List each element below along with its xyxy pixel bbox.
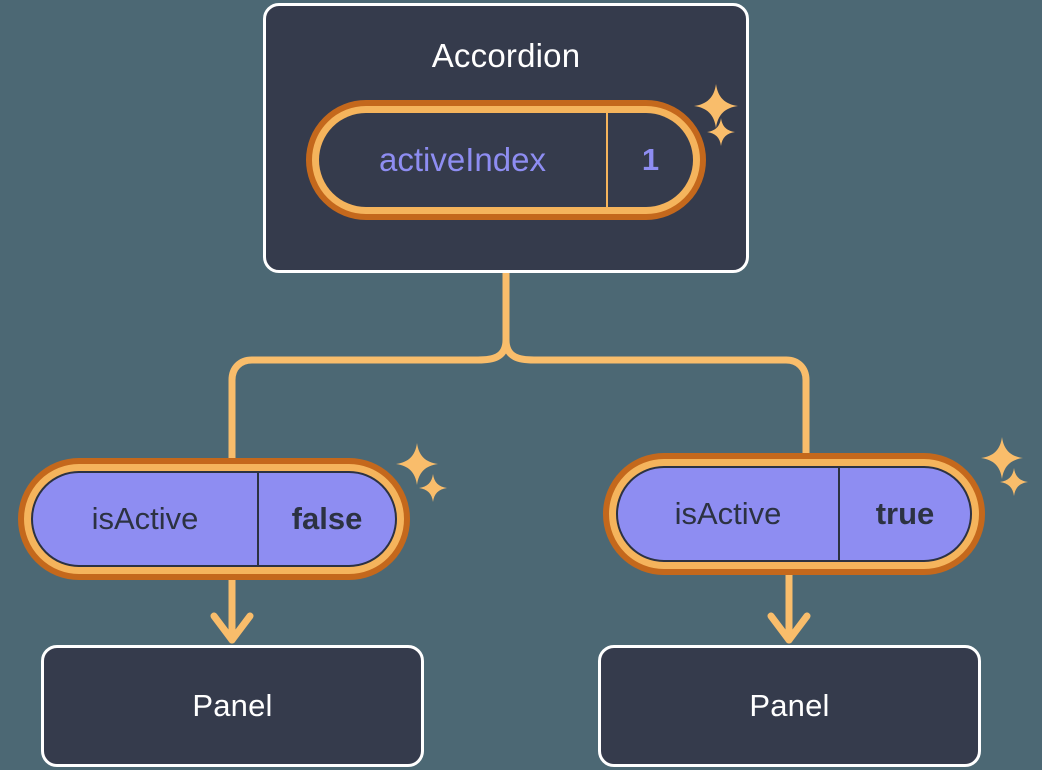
- panel-title-left: Panel: [192, 688, 273, 723]
- state-value-activeindex: 1: [641, 142, 660, 177]
- state-pill-activeindex[interactable]: activeIndex 1: [306, 100, 706, 220]
- state-pill-body: isActive false: [31, 471, 397, 567]
- state-value-isactive-left: false: [291, 501, 363, 536]
- panel-node-right[interactable]: Panel: [598, 645, 981, 767]
- sparkle-right-large-icon: [981, 437, 1023, 479]
- state-pill-body: activeIndex 1: [319, 113, 693, 207]
- sparkle-left-small-icon: [419, 474, 447, 502]
- state-value-isactive-right: true: [875, 496, 935, 531]
- panel-node-left[interactable]: Panel: [41, 645, 424, 767]
- state-key-isactive-right: isActive: [618, 468, 840, 560]
- state-pill-isactive-right[interactable]: isActive true: [603, 453, 985, 575]
- state-pill-body: isActive true: [616, 466, 972, 562]
- state-pill-isactive-left[interactable]: isActive false: [18, 458, 410, 580]
- arrowhead-right: [767, 612, 811, 644]
- state-key-activeindex: activeIndex: [319, 113, 608, 207]
- arrowhead-left: [210, 612, 254, 644]
- accordion-title: Accordion: [431, 37, 581, 74]
- connector-branch-left: [228, 336, 510, 476]
- state-key-isactive-left: isActive: [33, 473, 259, 565]
- sparkle-right-small-icon: [1000, 468, 1028, 496]
- sparkle-left-large-icon: [396, 443, 438, 485]
- panel-title-right: Panel: [749, 688, 830, 723]
- connector-branch-right: [502, 336, 810, 470]
